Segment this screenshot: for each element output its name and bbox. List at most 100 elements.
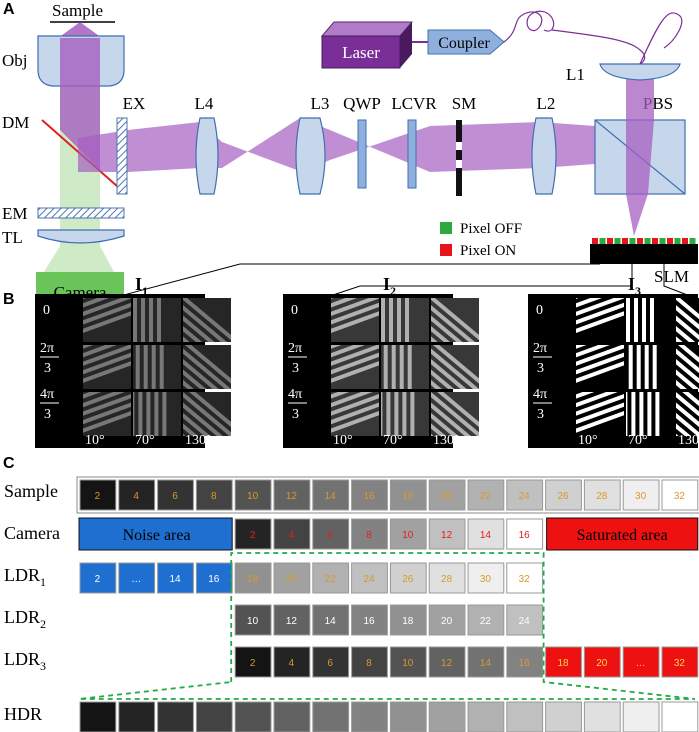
- sample-value: 8: [211, 491, 217, 502]
- ldr3-cell: [312, 646, 350, 678]
- pattern-cell: [576, 392, 624, 436]
- lens-l3: [295, 117, 326, 195]
- obj-label: Obj: [2, 51, 28, 70]
- ldr1-cell: [195, 562, 233, 594]
- sm-label: SM: [452, 94, 477, 113]
- phase-denominator: 3: [292, 361, 299, 376]
- phase-denominator: 3: [44, 361, 51, 376]
- angle-label: 70°: [628, 433, 648, 448]
- ldr3-cell: [273, 646, 311, 678]
- sample-row-frame: [76, 476, 699, 514]
- slm-pixel: [622, 238, 628, 244]
- panel-b-letter: B: [3, 291, 15, 308]
- pattern-cell: [676, 298, 699, 342]
- sample-value: 10: [247, 491, 259, 502]
- angle-label: 10°: [85, 433, 105, 448]
- pattern-cell: [381, 345, 429, 389]
- hdr-cell: [583, 701, 621, 732]
- ldr3-cell: [428, 646, 466, 678]
- ldr2-value: 18: [402, 616, 414, 627]
- pattern-cell: [576, 345, 624, 389]
- phase-label: 0: [291, 303, 298, 318]
- angle-label: 10°: [578, 433, 598, 448]
- ldr1-value: 30: [480, 574, 492, 585]
- sample-value: 30: [635, 491, 647, 502]
- pattern-cell: [183, 298, 231, 342]
- panel-a-letter: A: [3, 1, 15, 18]
- sample-cell: [234, 479, 272, 511]
- pattern-cell: [381, 392, 429, 436]
- tube-lens: [37, 229, 125, 244]
- pattern-cell: [381, 298, 429, 342]
- noise-area-label: Noise area: [123, 527, 191, 544]
- ldr3-value: 6: [327, 658, 333, 669]
- slit-mask: [456, 120, 462, 196]
- sample-value: 4: [133, 491, 139, 502]
- phase-denominator: 3: [292, 407, 299, 422]
- camera-value: 10: [402, 530, 414, 541]
- camera-value: 2: [250, 530, 256, 541]
- camera-cell: [389, 518, 427, 550]
- ldr3-cell: [389, 646, 427, 678]
- sample-cell: [273, 479, 311, 511]
- sample-cell: [506, 479, 544, 511]
- sample-cell: [351, 479, 388, 511]
- ldr1-cell: [157, 562, 194, 594]
- ldr3-cell: [467, 646, 505, 678]
- legend-swatch: [440, 222, 452, 234]
- ldr1-cell: [506, 562, 544, 594]
- pattern-cell: [626, 345, 674, 389]
- ldr1-value: 16: [208, 574, 220, 585]
- coupler-label: Coupler: [438, 35, 490, 52]
- ldr1-cell: [118, 562, 156, 594]
- phase-denominator: 3: [537, 361, 544, 376]
- angle-label: 130°: [433, 433, 460, 448]
- ldr2-value: 20: [441, 616, 453, 627]
- slm-device: [590, 244, 698, 264]
- dm-label: DM: [2, 113, 29, 132]
- ldr3-value: 18: [557, 658, 569, 669]
- hdr-cell: [273, 701, 311, 732]
- ldr2-value: 12: [286, 616, 298, 627]
- sample-cell: [545, 479, 582, 511]
- sample-value: 22: [480, 491, 492, 502]
- sample-value: 14: [325, 491, 337, 502]
- optical-fiber: [503, 10, 646, 65]
- ldr1-value: 18: [247, 574, 259, 585]
- phase-label: 0: [536, 303, 543, 318]
- ldr2-value: 24: [519, 616, 531, 627]
- ldr1-cell: [79, 562, 117, 594]
- sample-value: 32: [674, 491, 686, 502]
- slm-pixel: [689, 238, 696, 244]
- sample-value: 18: [402, 491, 414, 502]
- sample-label: Sample: [52, 1, 103, 20]
- pattern-cell: [676, 392, 699, 436]
- pattern-cell: [626, 298, 674, 342]
- laser-vertical-beam: [626, 68, 654, 236]
- ldr2-value: 14: [325, 616, 337, 627]
- sample-value: 2: [95, 491, 101, 502]
- ldr2-cell: [234, 604, 272, 636]
- slm-label: SLM: [654, 267, 689, 286]
- hdr-cell: [545, 701, 582, 732]
- pattern-cell: [83, 392, 131, 436]
- pattern-cell: [133, 392, 181, 436]
- phase-numerator: 2π: [288, 341, 302, 356]
- panel-c-letter: C: [3, 455, 15, 472]
- lcvr-plate: [407, 119, 417, 189]
- ldr1-value: 20: [286, 574, 298, 585]
- pattern-cell: [576, 298, 624, 342]
- sample-cell: [312, 479, 350, 511]
- pattern-cell: [331, 345, 379, 389]
- hdr-cell: [195, 701, 233, 732]
- slm-pixel: [652, 238, 658, 244]
- camera-cell: [428, 518, 466, 550]
- ldr2-value: 10: [247, 616, 259, 627]
- ldr3-value: 14: [480, 658, 492, 669]
- slm-pixel: [629, 238, 636, 244]
- pattern-cell: [626, 392, 674, 436]
